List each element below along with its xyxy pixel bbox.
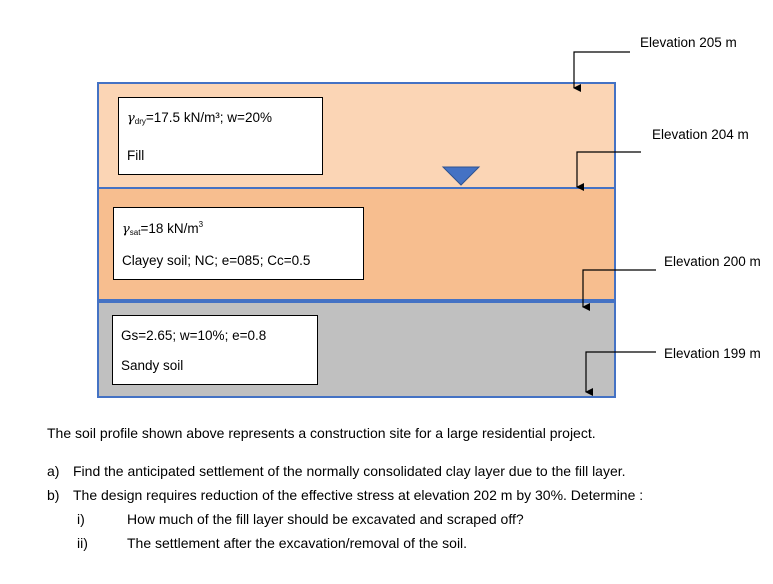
problem-intro: The soil profile shown above represents … (47, 425, 596, 441)
fill-gamma-subscript: dry (134, 117, 146, 126)
question-a-marker: a) (47, 463, 60, 479)
question-b-text: The design requires reduction of the eff… (73, 487, 644, 503)
question-b-i-text: How much of the fill layer should be exc… (127, 511, 524, 527)
clay-unit-superscript: 3 (198, 220, 204, 229)
question-b-ii-marker: ii) (77, 535, 88, 551)
elevation-205-label: Elevation 205 m (640, 35, 737, 50)
fill-gamma-symbol: γ (127, 111, 135, 126)
fill-name: Fill (127, 148, 145, 163)
sand-name: Sandy soil (121, 358, 184, 373)
question-a: a) Find the anticipated settlement of the… (47, 463, 626, 479)
clay-gamma-symbol: γ (122, 222, 130, 237)
question-b-ii-text: The settlement after the excavation/remo… (127, 535, 468, 551)
clay-label-box: γsat=18 kN/m3 Clayey soil; NC; e=085; Cc… (113, 207, 364, 280)
clay-gamma-subscript: sat (129, 228, 141, 237)
question-b: b) The design requires reduction of the e… (47, 487, 643, 503)
water-table-triangle-icon (441, 166, 481, 186)
fill-label-box: γdry=17.5 kN/m³; w=20% Fill (118, 97, 323, 175)
elevation-199-label: Elevation 199 m (664, 346, 761, 361)
elevation-204-label: Elevation 204 m (652, 127, 749, 142)
elevation-200-label: Elevation 200 m (664, 254, 761, 269)
question-b-i-marker: i) (77, 511, 85, 527)
elevation-199-leader (585, 351, 656, 396)
clay-property-line: γsat=18 kN/m3 (122, 220, 203, 237)
fill-property-line: γdry=17.5 kN/m³; w=20% (127, 110, 272, 126)
elevation-200-leader (582, 269, 656, 311)
elevation-204-leader (576, 151, 641, 191)
question-b-i: i) How much of the fill layer should be e… (77, 511, 524, 527)
sand-properties: Gs=2.65; w=10%; e=0.8 (121, 328, 267, 343)
sand-label-box: Gs=2.65; w=10%; e=0.8 Sandy soil (112, 315, 318, 385)
elevation-205-leader (573, 51, 630, 92)
question-b-marker: b) (47, 487, 60, 503)
clay-name: Clayey soil; NC; e=085; Cc=0.5 (122, 253, 311, 268)
question-b-ii: ii) The settlement after the excavation/r… (77, 535, 467, 551)
fill-properties: =17.5 kN/m³; w=20% (145, 110, 272, 125)
clay-properties: =18 kN/m (140, 221, 199, 236)
question-a-text: Find the anticipated settlement of the n… (73, 463, 626, 479)
